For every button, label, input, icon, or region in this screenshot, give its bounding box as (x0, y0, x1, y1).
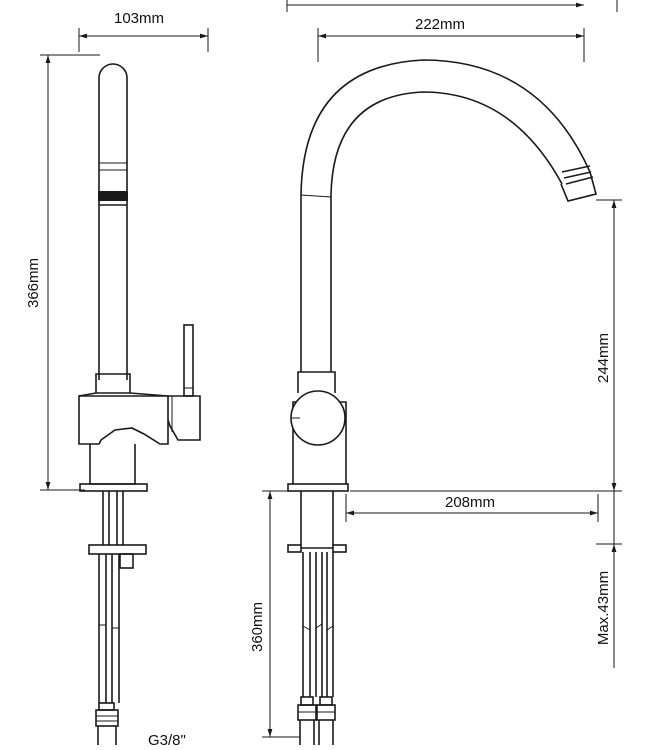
dimension-spout-height: 244mm (595, 199, 622, 491)
side-mounting (88, 491, 147, 569)
dimension-spout-reach: 208mm (345, 494, 599, 522)
front-spout (300, 59, 597, 372)
front-mounting (287, 491, 347, 553)
side-body (78, 324, 201, 492)
front-hoses (297, 552, 336, 745)
spout-reach-label: 208mm (445, 494, 495, 511)
dimension-side-height: 366mm (25, 54, 100, 491)
side-view: 103mm 366mm (25, 10, 209, 749)
hose-length-label: 360mm (249, 602, 266, 652)
side-width-label: 103mm (114, 10, 164, 27)
side-spout (95, 63, 131, 393)
aerator (98, 191, 128, 201)
dimension-max-deck: Max.43mm (350, 490, 622, 668)
spout-height-label: 244mm (595, 333, 612, 383)
overall-width-label: 222mm (415, 16, 465, 33)
dimension-side-width: 103mm (78, 10, 209, 52)
thread-label: G3/8" (148, 732, 186, 749)
side-height-label: 366mm (25, 258, 42, 308)
side-hoses (95, 554, 120, 745)
front-body (287, 371, 349, 492)
dimension-overall-width: 222mm (286, 0, 618, 62)
max-deck-label: Max.43mm (595, 571, 612, 645)
dimension-hose-length: 360mm (249, 490, 300, 738)
front-view: 222mm 244mm (249, 0, 622, 745)
